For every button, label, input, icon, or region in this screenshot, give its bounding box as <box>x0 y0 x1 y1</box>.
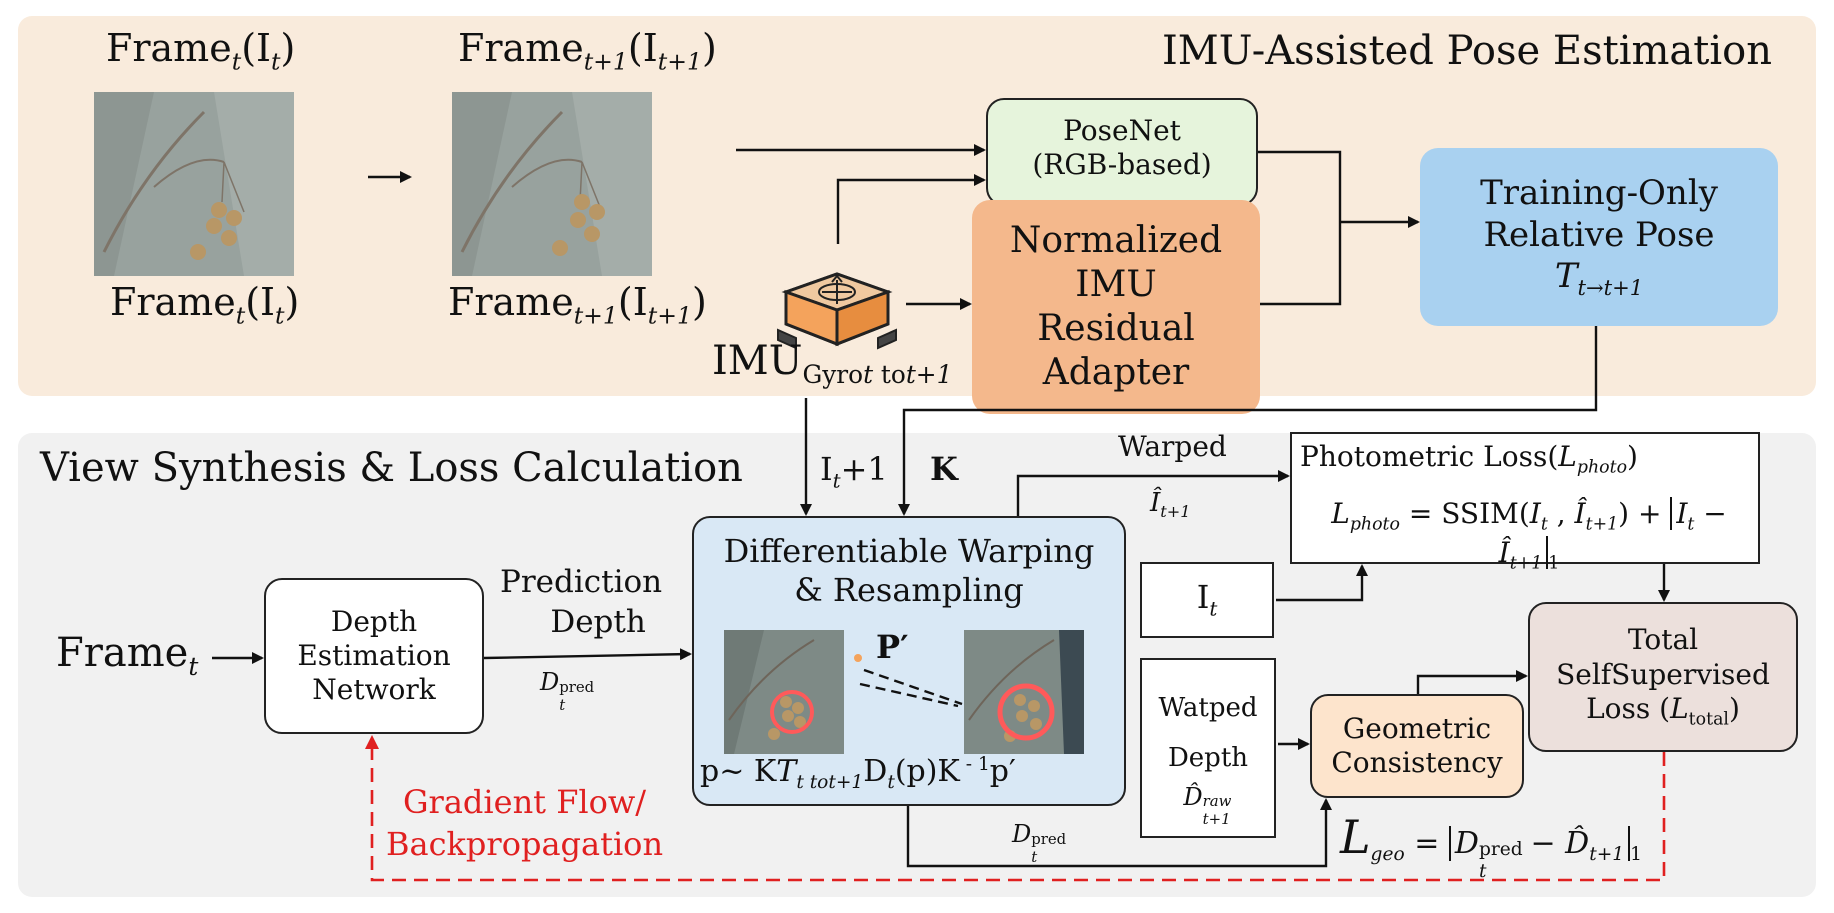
adapter-line-3: Residual <box>1037 308 1195 349</box>
gradient-flow-label: Gradient Flow/ Backpropagation <box>386 783 664 863</box>
warped-symbol: Ît+1 <box>1150 488 1191 522</box>
relative-pose-line-1: Training-Only <box>1480 173 1718 214</box>
p-prime-label: P′ <box>876 628 909 666</box>
geometric-line-2: Consistency <box>1331 746 1503 779</box>
photometric-loss-box: Photometric Loss(Lphoto) Lphoto = SSIM(I… <box>1290 432 1760 573</box>
posenet-box: PoseNet (RGB-based) <box>986 98 1258 206</box>
imu-label: IMUGyrot tot+1 <box>712 338 953 389</box>
frame-t1-label-top: Framet+1(It+1) <box>458 26 717 76</box>
photometric-loss-title: Photometric Loss(Lphoto) <box>1300 440 1638 478</box>
frame-t-input-label: Framet <box>56 630 199 681</box>
relative-pose-box: Training-Only Relative Pose Tt→t+1 <box>1420 148 1778 326</box>
imu-residual-adapter-box: Normalized IMU Residual Adapter <box>972 200 1260 414</box>
geometric-consistency-box: Geometric Consistency <box>1310 694 1524 798</box>
frame-t1-label-bottom: Framet+1(It+1) <box>448 280 707 330</box>
imu-pose-title: IMU-Assisted Pose Estimation <box>1162 28 1772 74</box>
posenet-subtitle: (RGB-based) <box>1032 148 1212 182</box>
depth-estimation-network-box: Depth Estimation Network <box>264 578 484 734</box>
total-loss-line-2: SelfSupervised <box>1556 657 1770 691</box>
warped-label: Warped <box>1118 430 1227 463</box>
total-loss-line-1: Total <box>1627 623 1699 657</box>
total-loss-line-3: Loss (Ltotal) <box>1586 691 1740 730</box>
adapter-line-4: Adapter <box>1042 351 1190 393</box>
depth-net-line-1: Depth <box>330 604 418 638</box>
warping-title-line-2: & Resampling <box>794 571 1024 610</box>
watped-line-2: Depth <box>1167 742 1249 773</box>
frame-t-label-bottom: Framet(It) <box>110 280 300 330</box>
prediction-depth-label: Prediction Depth <box>500 564 663 641</box>
warp-source-image <box>724 630 844 754</box>
adapter-line-1: Normalized <box>1009 220 1223 262</box>
relative-pose-symbol: Tt→t+1 <box>1554 256 1644 301</box>
it1-input-label: It+1 <box>820 450 888 493</box>
intrinsics-k-label: K <box>930 450 958 488</box>
frame-t-label-top: Framet(It) <box>106 26 296 76</box>
posenet-title: PoseNet <box>1063 114 1181 147</box>
warp-target-image <box>964 630 1084 754</box>
depth-net-line-3: Network <box>312 673 436 707</box>
relative-pose-line-2: Relative Pose <box>1483 214 1715 255</box>
depth-net-line-2: Estimation <box>297 638 451 672</box>
warping-title-line-1: Differentiable Warping <box>723 532 1095 570</box>
frame-t1-image <box>452 92 652 276</box>
warping-formula: p~ KTt tot+1Dt(p)K - 1p′ <box>700 754 1016 793</box>
imu-sensor-icon <box>774 252 900 356</box>
adapter-line-2: IMU <box>1075 264 1157 306</box>
watped-line-1: Watped <box>1158 693 1258 724</box>
total-loss-box: Total SelfSupervised Loss (Ltotal) <box>1528 602 1798 752</box>
it-input-box: It <box>1140 562 1274 638</box>
view-synthesis-title: View Synthesis & Loss Calculation <box>40 445 743 491</box>
geometric-line-1: Geometric <box>1342 711 1492 745</box>
frame-t-image <box>94 92 294 276</box>
